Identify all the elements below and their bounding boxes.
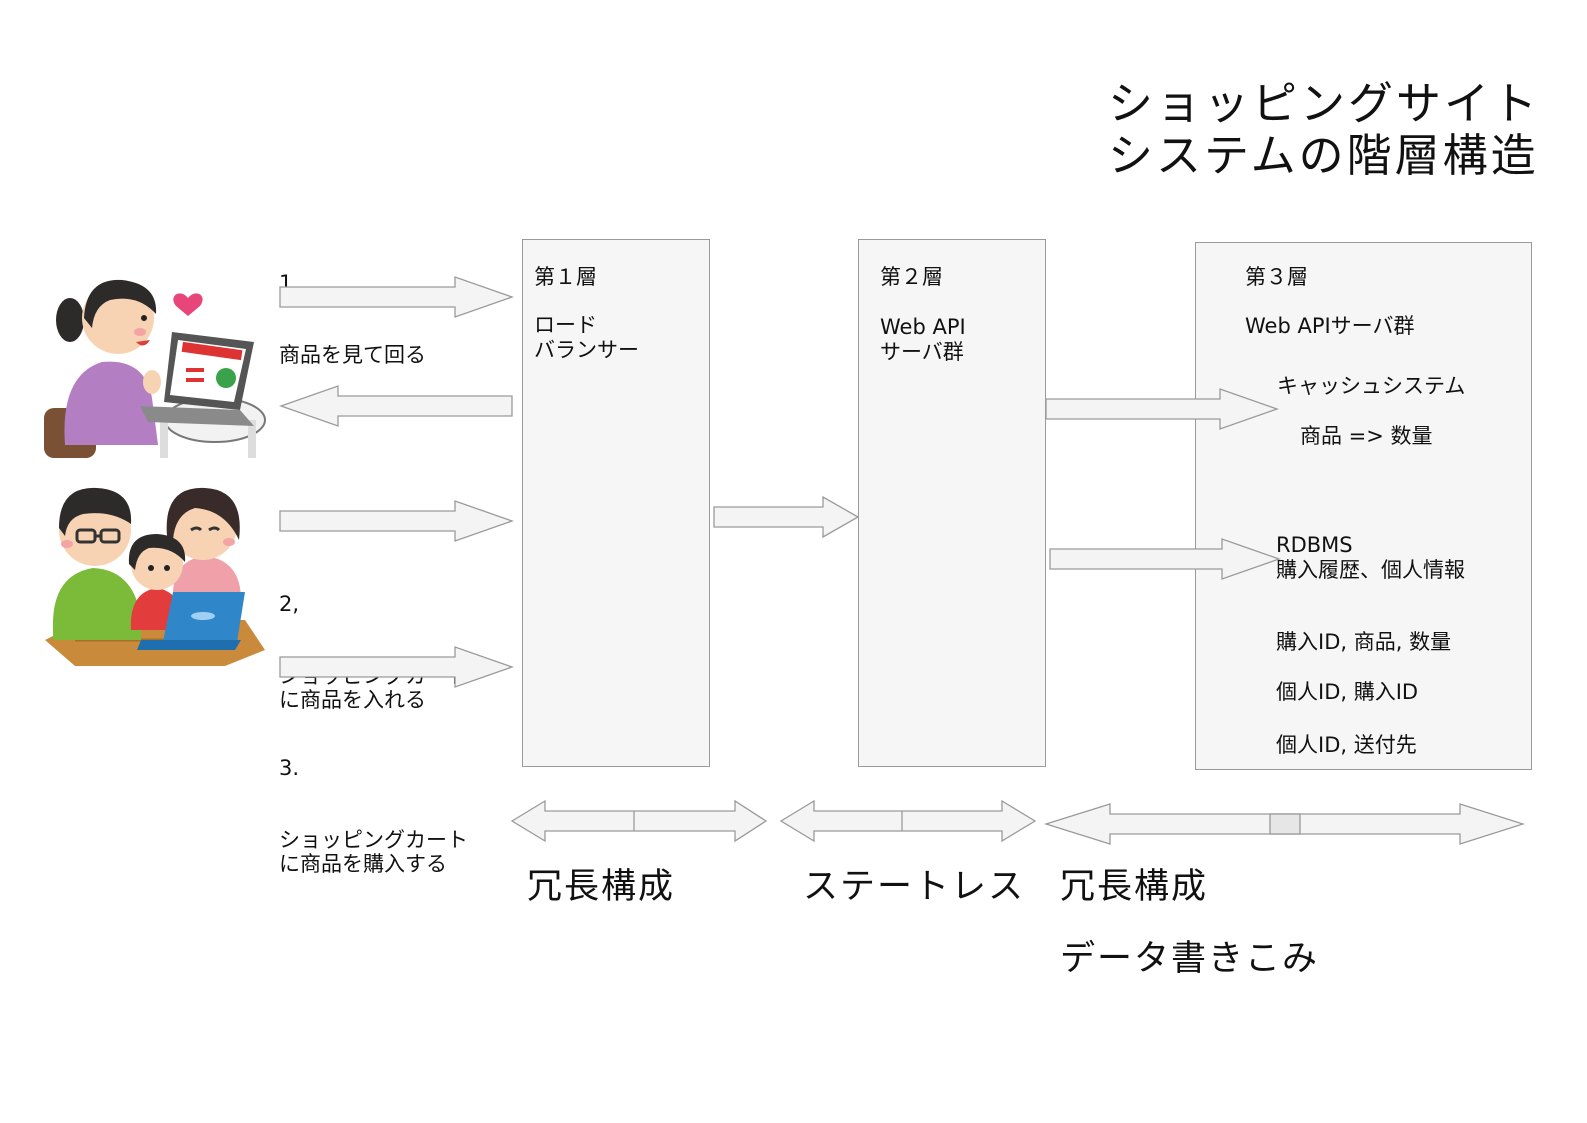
layer2-to-rdbms-arrow bbox=[1049, 538, 1281, 580]
layer-2-desc: Web API サーバ群 bbox=[880, 315, 966, 364]
layer-1-box bbox=[522, 239, 710, 767]
layer-1-label: 第１層 bbox=[534, 265, 597, 289]
step-2-number: 2, bbox=[279, 592, 300, 616]
layer-1-desc: ロード バランサー bbox=[534, 313, 639, 362]
step-3-text: ショッピングカート に商品を購入する bbox=[279, 828, 468, 876]
request-arrow-2 bbox=[279, 500, 514, 542]
rdbms-subtitle: 購入履歴、個人情報 bbox=[1276, 558, 1465, 582]
response-arrow bbox=[279, 385, 513, 427]
layer-3-box bbox=[1195, 242, 1532, 770]
rdbms-row-3: 個人ID, 送付先 bbox=[1276, 733, 1417, 757]
title-line-2: システムの階層構造 bbox=[1108, 129, 1539, 182]
layer-3-desc: Web APIサーバ群 bbox=[1245, 314, 1415, 338]
layer-2-box bbox=[858, 239, 1046, 767]
layer-2-label: 第２層 bbox=[880, 265, 943, 289]
request-arrow-3 bbox=[279, 646, 514, 688]
title-line-1: ショッピングサイト bbox=[1108, 77, 1541, 130]
cache-system-title: キャッシュシステム bbox=[1277, 374, 1466, 398]
layer-3-label: 第３層 bbox=[1245, 265, 1308, 289]
data-write-label: データ書きこみ bbox=[1060, 939, 1320, 979]
woman-with-laptop-illustration bbox=[44, 279, 266, 458]
stateless-label: ステートレス bbox=[803, 867, 1026, 907]
request-arrow-1 bbox=[279, 276, 514, 318]
diagram-title: ショッピングサイト システムの階層構造 bbox=[1108, 78, 1540, 182]
layer1-to-layer2-arrow bbox=[713, 495, 860, 539]
step-3: 3. ショッピングカート に商品を購入する bbox=[279, 708, 468, 900]
rdbms-title: RDBMS bbox=[1276, 533, 1353, 557]
cache-mapping: 商品 => 数量 bbox=[1300, 424, 1433, 448]
redundancy-label-layer3: 冗長構成 bbox=[1060, 867, 1209, 907]
layer2-to-cache-arrow bbox=[1045, 388, 1279, 430]
redundancy-arrow-layer1 bbox=[510, 799, 768, 843]
redundancy-label-layer1: 冗長構成 bbox=[527, 867, 676, 907]
step-3-number: 3. bbox=[279, 756, 300, 780]
rdbms-row-2: 個人ID, 購入ID bbox=[1276, 680, 1419, 704]
step-1-text: 商品を見て回る bbox=[279, 343, 426, 367]
stateless-arrow-layer2 bbox=[779, 799, 1037, 843]
rdbms-row-1: 購入ID, 商品, 数量 bbox=[1276, 630, 1452, 654]
family-with-laptop-illustration bbox=[45, 487, 265, 666]
